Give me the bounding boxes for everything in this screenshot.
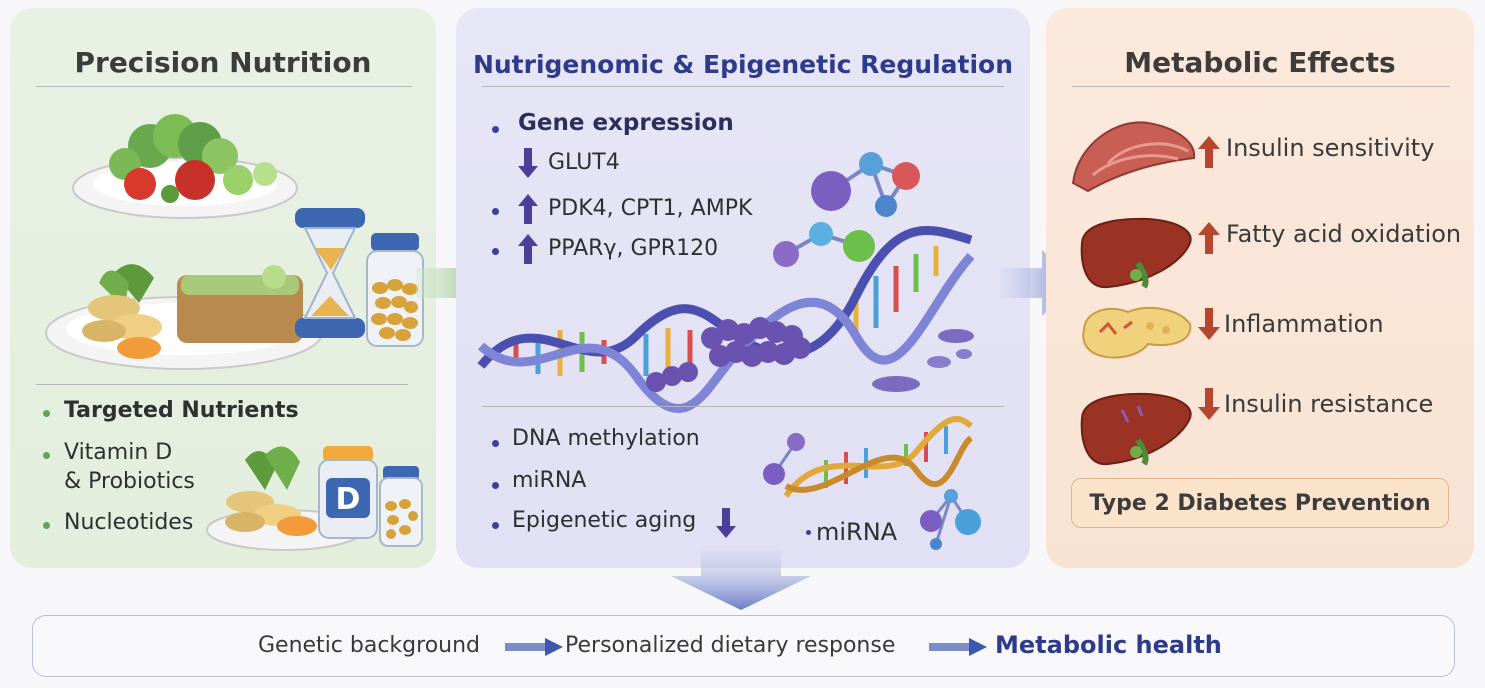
muscle-icon	[1071, 121, 1196, 193]
mirna-label: miRNA	[816, 518, 898, 546]
nutrition-item-probiotics: & Probiotics	[64, 469, 195, 494]
effect-insulin-resistance: Insulin resistance	[1224, 390, 1434, 418]
up-arrow-icon	[518, 234, 538, 264]
up-arrow-icon	[1198, 222, 1220, 254]
divider	[36, 384, 408, 385]
supplement-plate-icon	[206, 446, 423, 551]
bread-plate-icon	[45, 264, 323, 370]
down-arrow-icon	[716, 508, 736, 538]
dna-helix-icon	[477, 226, 975, 413]
bullet	[492, 126, 499, 133]
gene-pdk4-cpt1-ampk: PDK4, CPT1, AMPK	[548, 196, 753, 221]
down-arrow-icon	[1198, 388, 1220, 420]
effect-fatty-acid-oxidation: Fatty acid oxidation	[1226, 220, 1462, 248]
epigenetic-item-mirna: miRNA	[512, 468, 587, 493]
pancreas-icon	[1082, 307, 1192, 359]
arrow-right-icon	[505, 638, 563, 656]
panel-title-regulation: Nutrigenomic & Epigenetic Regulation	[472, 50, 1014, 79]
flow-step-personalized-response: Personalized dietary response	[565, 633, 896, 658]
arrow-right-icon	[929, 638, 987, 656]
bullet	[492, 248, 499, 255]
bullet	[492, 208, 499, 215]
flow-step-genetic-background: Genetic background	[258, 633, 481, 658]
gene-glut4: GLUT4	[548, 150, 620, 175]
arrow-down-blue-icon	[671, 550, 811, 610]
mirna-strand-icon	[763, 415, 981, 550]
flow-bar: Genetic background Personalized dietary …	[32, 615, 1455, 677]
gene-expression-label: Gene expression	[518, 110, 734, 136]
bullet	[492, 482, 499, 489]
outcome-badge: Type 2 Diabetes Prevention	[1071, 478, 1449, 528]
vitamin-d-label: D	[335, 482, 361, 517]
hourglass-icon	[295, 208, 365, 338]
bullet	[43, 452, 50, 459]
nutrition-item-nucleotides: Nucleotides	[64, 510, 194, 535]
bullet	[43, 410, 50, 417]
molecule-icon	[773, 152, 920, 267]
nutrition-item-targeted: Targeted Nutrients	[64, 398, 299, 423]
bullet	[492, 522, 499, 529]
precision-nutrition-panel: Precision Nutrition	[10, 8, 436, 568]
bullet	[43, 522, 50, 529]
metabolic-effects-panel: Metabolic Effects Insulin sensitivity Fa…	[1046, 8, 1474, 568]
epigenetic-item-dna-methylation: DNA methylation	[512, 426, 700, 451]
divider	[482, 406, 1004, 407]
divider	[36, 86, 412, 87]
down-arrow-icon	[1198, 308, 1220, 340]
regulation-panel: Nutrigenomic & Epigenetic Regulation Gen…	[456, 8, 1030, 568]
salad-plate-icon	[72, 114, 298, 219]
panel-title-nutrition: Precision Nutrition	[74, 46, 372, 79]
nutrition-item-vitamin-d: Vitamin D	[64, 440, 173, 465]
liver-icon	[1080, 392, 1192, 466]
up-arrow-icon	[518, 194, 538, 224]
up-arrow-icon	[1198, 136, 1220, 168]
effect-inflammation: Inflammation	[1224, 310, 1384, 338]
divider	[482, 86, 1004, 87]
bullet	[806, 530, 811, 535]
down-arrow-icon	[518, 148, 538, 178]
flow-step-metabolic-health: Metabolic health	[995, 631, 1222, 659]
supplement-jar-icon	[366, 233, 424, 347]
gene-ppar-gpr120: PPARγ, GPR120	[548, 236, 719, 261]
bullet	[492, 440, 499, 447]
effect-insulin-sensitivity: Insulin sensitivity	[1226, 134, 1435, 162]
panel-title-effects: Metabolic Effects	[1124, 46, 1396, 79]
epigenetic-item-aging: Epigenetic aging	[512, 508, 697, 533]
liver-icon	[1080, 217, 1192, 289]
divider	[1072, 86, 1450, 87]
